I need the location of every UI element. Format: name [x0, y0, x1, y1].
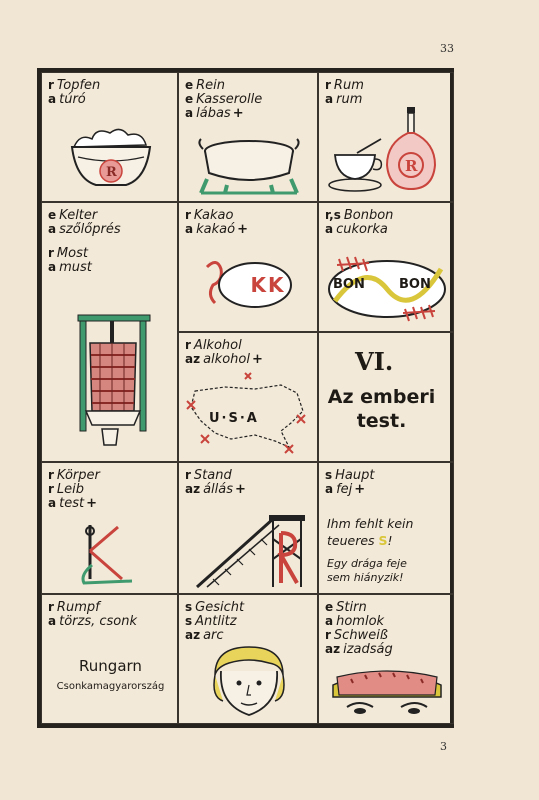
- usa-map-label: U·S·A: [209, 411, 259, 426]
- bonbon-label-right: BON: [399, 277, 431, 292]
- casserole-pan-icon: [198, 138, 300, 195]
- wine-press-icon: [77, 314, 151, 446]
- chapter-title-line-1: Az emberi: [327, 386, 436, 408]
- chapter-title-line-2: test.: [356, 410, 407, 432]
- page-number-top: 33: [440, 42, 454, 55]
- bonbon-label-left: BON: [333, 277, 365, 292]
- torso-letter-icon: [81, 525, 133, 585]
- proverb-hu-line-1: Egy drága feje: [327, 557, 407, 570]
- proverb-de-line-1: Ihm fehlt kein: [327, 516, 414, 531]
- proverb-hu-line-2: sem hiányzik!: [327, 571, 404, 584]
- rum-bottle-icon: R: [385, 107, 437, 191]
- rumpf-caption-2: Csonkamagyarország: [56, 681, 165, 692]
- usa-map-icon: [186, 372, 306, 454]
- cocoa-label: KK: [250, 273, 286, 297]
- bonbon-box-icon: [328, 256, 446, 322]
- proverb-de-line-2: teueres S!: [327, 533, 393, 548]
- chapter-number: VI.: [355, 347, 394, 376]
- slide-tower-icon: [195, 515, 305, 589]
- forehead-icon: [332, 670, 442, 714]
- curd-bowl-icon: R: [70, 128, 152, 186]
- rumpf-caption-1: Rungarn: [79, 657, 142, 675]
- svg-text:R: R: [106, 165, 117, 180]
- cocoa-tin-icon: [205, 261, 292, 308]
- face-icon: [213, 646, 285, 716]
- cell-chapter-title: VI. Az emberi test.: [318, 332, 454, 462]
- page-number-bottom: 3: [440, 740, 447, 753]
- svg-text:R: R: [405, 157, 418, 175]
- teacup-icon: [328, 138, 383, 192]
